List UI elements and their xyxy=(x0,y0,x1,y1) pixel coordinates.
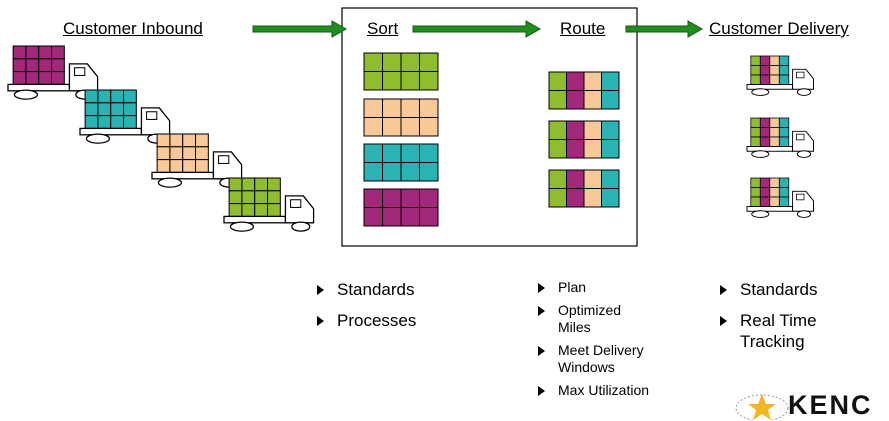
list-item: Processes xyxy=(311,310,471,331)
list-item: Optimized Miles xyxy=(532,302,648,336)
list-item: Plan xyxy=(532,279,682,296)
truck-icon xyxy=(151,133,243,188)
truck-icon xyxy=(746,55,814,96)
delivery-bullets: Standards Real Time Tracking xyxy=(714,279,844,362)
list-item: Standards xyxy=(714,279,844,300)
trucks xyxy=(7,45,814,232)
logo-text: KENC xyxy=(788,390,873,420)
route-block xyxy=(548,71,620,110)
route-bullets: Plan Optimized Miles Meet Delivery Windo… xyxy=(532,279,682,405)
sort-block xyxy=(363,98,439,137)
heading-sort: Sort xyxy=(367,19,399,38)
arrow-right-icon xyxy=(412,20,542,38)
bullet-text: Standards xyxy=(337,280,415,299)
bullet-triangle-icon xyxy=(538,346,545,356)
bullet-triangle-icon xyxy=(720,285,727,295)
bullet-text: Meet Delivery Windows xyxy=(558,342,644,375)
bullet-text: Optimized Miles xyxy=(558,302,622,335)
heading-customer-inbound: Customer Inbound xyxy=(63,19,203,38)
truck-icon xyxy=(223,177,315,232)
bullet-text: Plan xyxy=(558,279,587,295)
sort-blocks xyxy=(363,52,439,227)
list-item: Real Time Tracking xyxy=(714,310,844,352)
bullet-text: Processes xyxy=(337,311,417,330)
arrow-right-icon xyxy=(252,20,348,38)
bullet-triangle-icon xyxy=(538,386,545,396)
arrows xyxy=(252,20,704,38)
list-item: Meet Delivery Windows xyxy=(532,342,678,376)
heading-route: Route xyxy=(560,19,606,38)
route-block xyxy=(548,120,620,159)
bullet-text: Standards xyxy=(740,280,818,299)
bullet-triangle-icon xyxy=(317,285,324,295)
route-blocks xyxy=(548,71,620,208)
bullet-triangle-icon xyxy=(317,316,324,326)
truck-icon xyxy=(746,117,814,158)
bullet-triangle-icon xyxy=(538,283,545,293)
truck-icon xyxy=(79,89,171,144)
heading-customer-delivery: Customer Delivery xyxy=(709,19,849,38)
list-item: Max Utilization xyxy=(532,382,682,399)
route-block xyxy=(548,169,620,208)
truck-icon xyxy=(746,177,814,218)
list-item: Standards xyxy=(311,279,471,300)
sort-block xyxy=(363,52,439,91)
logo-star-icon xyxy=(735,394,789,420)
bullet-text: Max Utilization xyxy=(558,382,650,398)
sort-bullets: Standards Processes xyxy=(311,279,471,341)
bullet-triangle-icon xyxy=(720,316,727,326)
bullet-triangle-icon xyxy=(538,306,545,316)
bullet-text: Real Time Tracking xyxy=(740,311,817,351)
truck-icon xyxy=(7,45,99,100)
arrow-right-icon xyxy=(625,20,704,38)
sort-block xyxy=(363,143,439,182)
sort-block xyxy=(363,188,439,227)
